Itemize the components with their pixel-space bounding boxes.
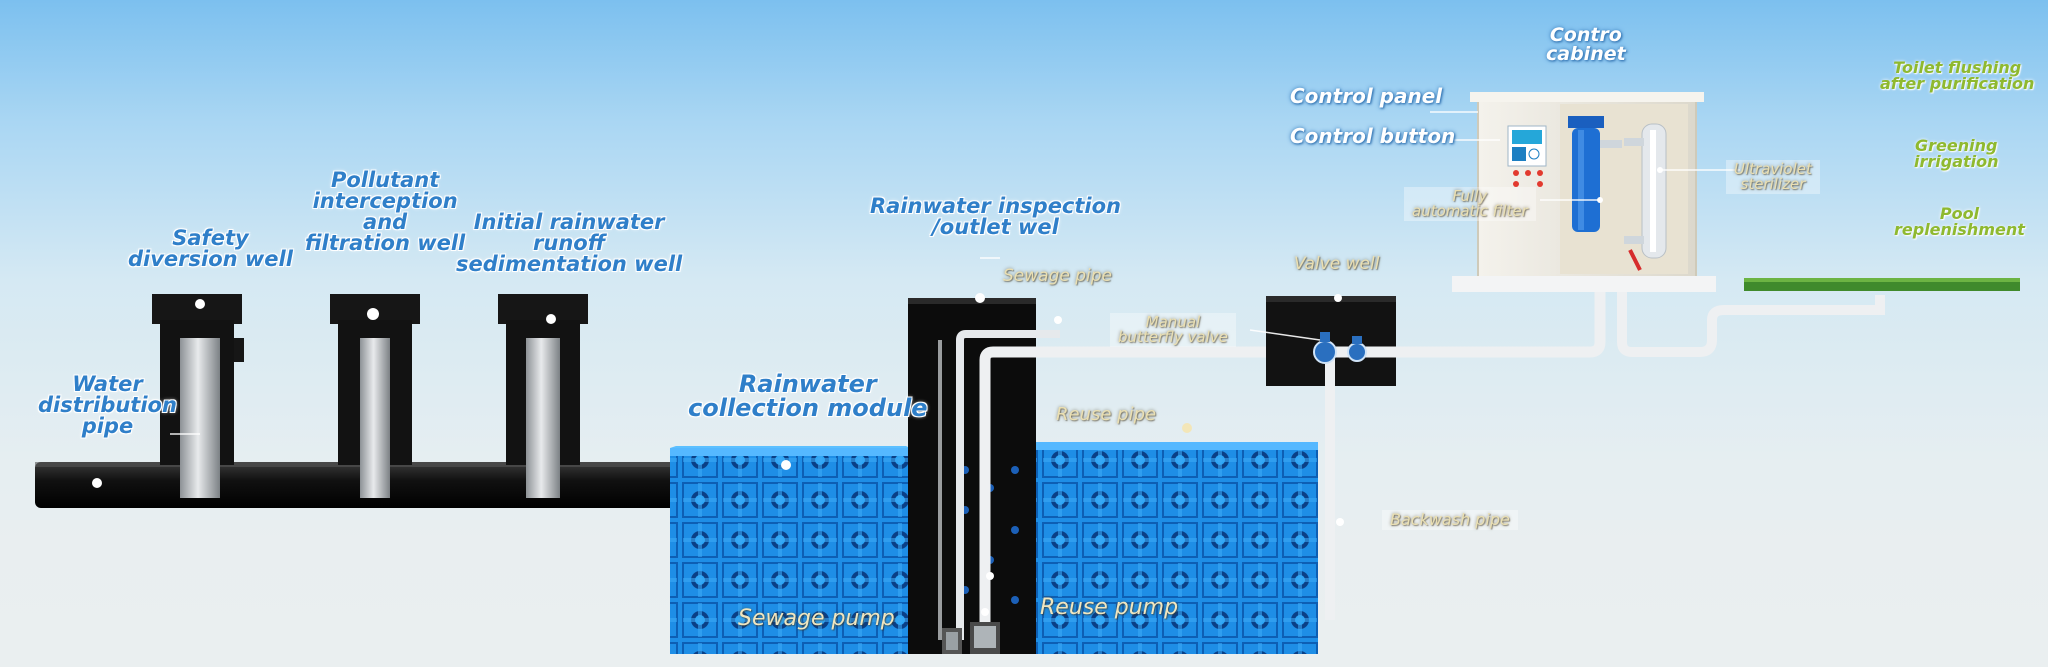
label-control-panel: Control panel	[1290, 84, 1443, 108]
label-valve-well: Valve well	[1294, 254, 1380, 274]
label-sewage-pump: Sewage pump	[738, 606, 895, 631]
pollutant-interception-well	[330, 294, 420, 498]
label-initial-rainwater-well: Initial rainwater runoff sedimentation w…	[456, 210, 683, 276]
label-control-button: Control button	[1290, 124, 1456, 148]
lawn-strip	[1744, 281, 2020, 291]
leader-lines	[170, 111, 1740, 435]
marker-dots	[92, 167, 1663, 616]
label-pollutant-interception-well: Pollutant interception and filtration we…	[305, 168, 466, 255]
label-rainwater-collection-module: Rainwater collection module	[688, 370, 928, 422]
label-pool-replenishment: Pool replenishment	[1894, 204, 2025, 239]
reuse-pump	[970, 622, 1000, 654]
label-safety-diversion-well: Safety diversion well	[128, 226, 293, 271]
sedimentation-well	[498, 294, 588, 498]
supply-pipe	[1330, 282, 1606, 358]
label-rainwater-inspection-well: Rainwater inspection /outlet wel	[870, 194, 1121, 239]
indicator-light-icon	[1513, 170, 1519, 176]
rainwater-collection-module	[670, 446, 910, 654]
label-sewage-pipe: Sewage pipe	[1003, 266, 1112, 286]
safety-diversion-well	[152, 294, 244, 498]
label-reuse-pump: Reuse pump	[1040, 595, 1179, 620]
sewage-pipe-line	[956, 330, 1060, 640]
label-fully-automatic-filter: Fully automatic filter	[1404, 187, 1536, 221]
label-water-distribution-pipe: Water distribution pipe	[38, 372, 177, 438]
sewage-pump	[942, 628, 962, 654]
label-greening-irrigation: Greening irrigation	[1914, 136, 1999, 171]
rainwater-collection-module-right	[1036, 442, 1318, 654]
outlet-pipe	[1617, 282, 1885, 357]
label-reuse-pipe: Reuse pipe	[1056, 404, 1157, 425]
gauge-dial-icon	[1528, 148, 1540, 160]
label-toilet-flushing: Toilet flushing after purification	[1880, 58, 2035, 93]
label-manual-butterfly-valve: Manual butterfly valve	[1110, 313, 1236, 347]
label-control-cabinet: Contro cabinet	[1546, 24, 1626, 65]
label-backwash-pipe: Backwash pipe	[1382, 510, 1518, 530]
control-cabinet	[1452, 92, 1716, 292]
reuse-pipe-line	[979, 346, 1330, 640]
butterfly-valve-icon	[1313, 332, 1367, 364]
lawn-grass	[1744, 278, 2020, 282]
label-ultraviolet-sterilizer: Ultraviolet sterilizer	[1726, 160, 1820, 194]
